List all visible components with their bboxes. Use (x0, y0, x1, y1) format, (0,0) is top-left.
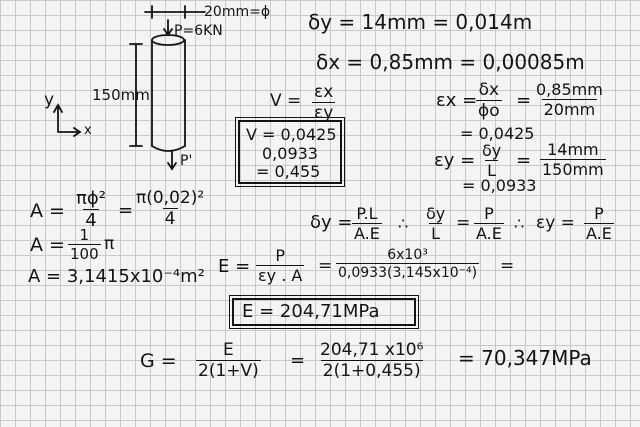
poisson-den: εy (312, 102, 336, 123)
length-label: 150mm (92, 86, 150, 104)
elong-sep1: ∴ (398, 214, 409, 233)
area-result: A = 3,1415x10⁻⁴m² (28, 266, 205, 287)
force-arrow (163, 19, 173, 37)
strain-y-den1: L (485, 160, 499, 180)
poisson-lhs: V = (270, 91, 302, 111)
modulus-frac2: 6x10³ 0,0933(3,145x10⁻⁴) (336, 247, 480, 281)
strain-y-frac2: 14mm 150mm (540, 142, 606, 178)
shear-num1: E (223, 340, 234, 360)
area-num2: π(0,02)² (136, 188, 205, 208)
strain-y-eq: = (516, 150, 532, 171)
strain-x-den1: ϕo (476, 100, 502, 121)
area-num1: πϕ² (76, 188, 106, 209)
axis-icon (53, 103, 82, 137)
poisson-result-box: V = 0,0425 0,0933 = 0,455 (235, 117, 345, 187)
area-lhs2: A = (30, 234, 65, 256)
elong-den4: A.E (584, 223, 614, 243)
elong-num1: P.L (356, 204, 378, 223)
cylinder-outline (151, 39, 186, 147)
strain-x-num1: δx (478, 80, 500, 100)
poisson-num: εx (314, 82, 334, 102)
elong-eq2: = (456, 213, 471, 233)
poisson-box-line1: V = 0,0425 (246, 125, 337, 144)
given-dx: δx = 0,85mm = 0,00085m (316, 50, 585, 74)
area-den3: 100 (68, 244, 101, 263)
area-frac3: 1 100 (68, 228, 101, 262)
shear-den2: 2(1+0,455) (320, 360, 423, 381)
poisson-fraction: εx εy (312, 82, 336, 123)
diameter-label: 20mm=ϕ (204, 4, 271, 20)
elong-frac1: P.L A.E (352, 206, 382, 242)
area-den1: 4 (83, 209, 99, 231)
modulus-num1: P (275, 246, 285, 265)
shear-lhs: G = (140, 350, 177, 372)
elong-frac3: P A.E (474, 206, 504, 242)
elong-lhs3: εy = (536, 213, 575, 233)
strain-y-frac1: δy L (480, 143, 503, 179)
elong-lhs: δy = (310, 212, 353, 233)
strain-y-den2: 150mm (540, 159, 606, 179)
area-pi: π (104, 234, 115, 254)
strain-y-lhs: εy = (434, 150, 476, 171)
area-den2: 4 (162, 208, 178, 229)
elong-num2: δy (426, 204, 446, 223)
strain-y-result: = 0,0933 (462, 176, 537, 195)
reaction-arrow (167, 151, 177, 171)
y-axis-label: y (44, 90, 55, 110)
strain-y-num1: δy (482, 141, 502, 160)
area-frac1: πϕ² 4 (74, 190, 108, 230)
modulus-frac1: P εy . A (256, 246, 305, 285)
strain-x-lhs: εx = (436, 90, 478, 111)
elong-frac2: δy L (424, 206, 447, 242)
modulus-num2: 6x10³ (387, 247, 428, 263)
strain-x-result: = 0,0425 (460, 124, 535, 143)
cylinder-bottom (151, 145, 186, 152)
modulus-lhs: E = (218, 256, 251, 277)
shear-frac1: E 2(1+V) (196, 342, 261, 380)
x-axis-label: x (84, 123, 92, 138)
modulus-result: E = 204,71MPa (242, 301, 380, 322)
area-frac2: π(0,02)² 4 (134, 190, 206, 228)
strain-y-num2: 14mm (547, 140, 599, 159)
strain-x-frac1: δx ϕo (476, 82, 502, 120)
elong-num3: P (484, 204, 494, 223)
given-dy: δy = 14mm = 0,014m (308, 10, 533, 34)
elong-frac4: P A.E (584, 206, 614, 242)
length-dim-line (129, 43, 143, 147)
strain-x-eq: = (516, 90, 532, 111)
modulus-den1: εy . A (256, 265, 305, 285)
poisson-box-line2: 0,0933 (262, 144, 318, 163)
area-lhs1: A = (30, 200, 65, 222)
shear-eq1: = (290, 350, 306, 371)
diameter-line (144, 5, 206, 19)
shear-num2: 204,71 x10⁶ (320, 340, 424, 360)
poisson-box-line3: = 0,455 (256, 162, 321, 181)
modulus-eq1: = (318, 256, 333, 276)
area-eq1: = (118, 200, 134, 221)
strain-x-den2: 20mm (541, 99, 598, 119)
strain-x-frac2: 0,85mm 20mm (534, 82, 605, 118)
shear-den1: 2(1+V) (196, 360, 261, 381)
force-label: P=6KN (174, 23, 223, 39)
elong-den2: L (429, 223, 443, 243)
modulus-eq2: = (500, 256, 515, 276)
elong-den3: A.E (474, 223, 504, 243)
shear-result: = 70,347MPa (458, 346, 592, 370)
reaction-label: P' (180, 153, 193, 169)
modulus-den2: 0,0933(3,145x10⁻⁴) (336, 263, 480, 281)
strain-x-num2: 0,85mm (536, 80, 603, 99)
modulus-result-box: E = 204,71MPa (229, 295, 419, 329)
shear-frac2: 204,71 x10⁶ 2(1+0,455) (318, 342, 425, 380)
elong-num4: P (594, 204, 604, 223)
area-num3: 1 (79, 226, 90, 244)
elong-sep2: ∴ (514, 214, 525, 233)
elong-den1: A.E (352, 223, 382, 243)
